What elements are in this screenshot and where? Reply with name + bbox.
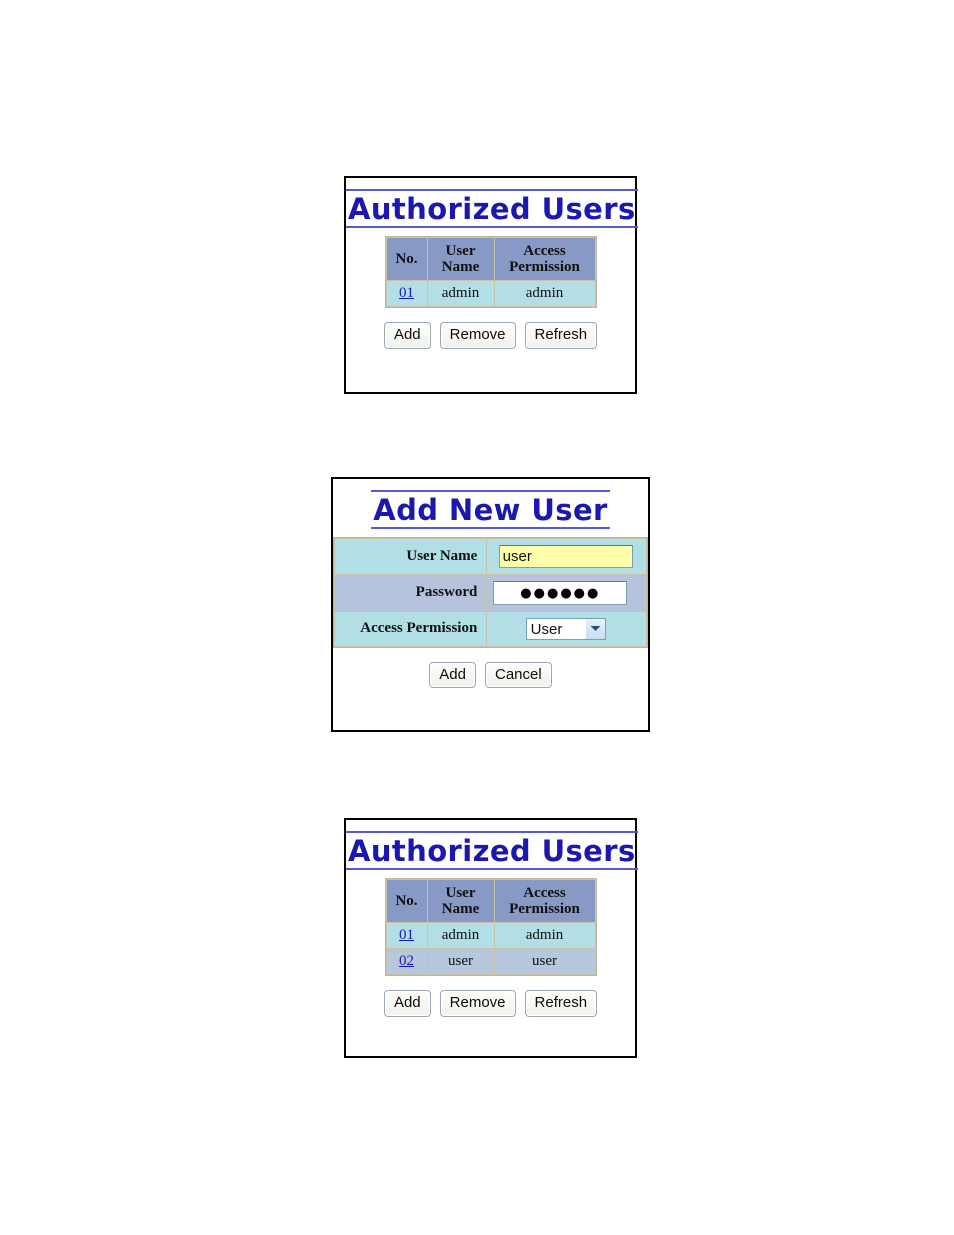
button-row: Add Cancel: [333, 648, 648, 700]
table-row: 01 admin admin: [386, 923, 595, 949]
form-row-access-permission: Access Permission User: [335, 611, 646, 646]
cell-user-name: admin: [427, 923, 494, 949]
panel-add-new-user: Add New User User Name Password ●●●●●● A…: [331, 477, 650, 732]
chevron-down-icon[interactable]: [584, 618, 605, 639]
remove-button[interactable]: Remove: [439, 990, 516, 1017]
form-row-user-name: User Name: [335, 539, 646, 575]
refresh-button[interactable]: Refresh: [524, 990, 598, 1017]
label-password: Password: [335, 575, 487, 611]
field-user-name-cell: [487, 539, 646, 575]
refresh-button[interactable]: Refresh: [524, 322, 598, 349]
column-header-no-line1: No.: [395, 251, 418, 268]
row-number-link[interactable]: 02: [399, 953, 414, 970]
label-user-name: User Name: [335, 539, 487, 575]
form-row-password: Password ●●●●●●: [335, 575, 646, 611]
cell-user-name: admin: [427, 281, 494, 307]
button-row: Add Remove Refresh: [346, 308, 635, 360]
title-wrap: Add New User: [333, 479, 648, 537]
column-header-access-permission-line1: Access: [523, 885, 566, 902]
add-button[interactable]: Add: [383, 322, 431, 349]
cell-no: 01: [386, 281, 427, 307]
table-header-row: No. User Name Access Permission: [386, 238, 595, 281]
column-header-user-name-line1: User: [445, 243, 476, 260]
cancel-button[interactable]: Cancel: [485, 661, 552, 688]
field-password-cell: ●●●●●●: [487, 575, 646, 611]
cell-access-permission: admin: [494, 281, 595, 307]
panel-authorized-users-initial: Authorized Users No. User Name Access Pe…: [344, 176, 638, 394]
title-wrap: Authorized Users: [346, 178, 638, 236]
authorized-users-table: No. User Name Access Permission 01 admin…: [384, 236, 597, 309]
label-access-permission: Access Permission: [335, 611, 487, 646]
column-header-user-name: User Name: [427, 880, 494, 923]
authorized-users-table: No. User Name Access Permission 01 admin…: [384, 878, 597, 977]
cell-access-permission: user: [494, 949, 595, 975]
column-header-access-permission: Access Permission: [494, 238, 595, 281]
column-header-user-name-line2: Name: [441, 901, 480, 918]
button-row: Add Remove Refresh: [346, 976, 635, 1028]
table-row: 02 user user: [386, 949, 595, 975]
access-permission-select[interactable]: User: [525, 617, 606, 640]
column-header-access-permission: Access Permission: [494, 880, 595, 923]
page-title: Authorized Users: [346, 831, 638, 871]
column-header-no: No.: [386, 880, 427, 923]
add-button[interactable]: Add: [383, 990, 431, 1017]
user-name-input[interactable]: [498, 545, 633, 569]
page-title: Add New User: [371, 490, 610, 530]
table-header-row: No. User Name Access Permission: [386, 880, 595, 923]
column-header-access-permission-line2: Permission: [509, 259, 580, 276]
cell-user-name: user: [427, 949, 494, 975]
cell-no: 02: [386, 949, 427, 975]
page-title: Authorized Users: [346, 189, 638, 229]
column-header-access-permission-line1: Access: [523, 243, 566, 260]
column-header-user-name-line2: Name: [441, 259, 480, 276]
password-masked-value: ●●●●●●: [520, 586, 601, 602]
row-number-link[interactable]: 01: [399, 285, 414, 302]
add-button[interactable]: Add: [429, 661, 476, 688]
column-header-user-name: User Name: [427, 238, 494, 281]
table-row: 01 admin admin: [386, 281, 595, 307]
password-input[interactable]: ●●●●●●: [493, 581, 628, 605]
column-header-access-permission-line2: Permission: [509, 901, 580, 918]
row-number-link[interactable]: 01: [399, 927, 414, 944]
cell-no: 01: [386, 923, 427, 949]
panel-authorized-users-after: Authorized Users No. User Name Access Pe…: [344, 818, 638, 1058]
column-header-no: No.: [386, 238, 427, 281]
field-access-permission-cell: User: [487, 611, 646, 646]
column-header-no-line1: No.: [395, 893, 418, 910]
access-permission-selected-value: User: [530, 620, 563, 638]
title-wrap: Authorized Users: [346, 820, 638, 878]
remove-button[interactable]: Remove: [439, 322, 516, 349]
cell-access-permission: admin: [494, 923, 595, 949]
add-user-form: User Name Password ●●●●●● Access Permiss…: [333, 537, 648, 648]
column-header-user-name-line1: User: [445, 885, 476, 902]
